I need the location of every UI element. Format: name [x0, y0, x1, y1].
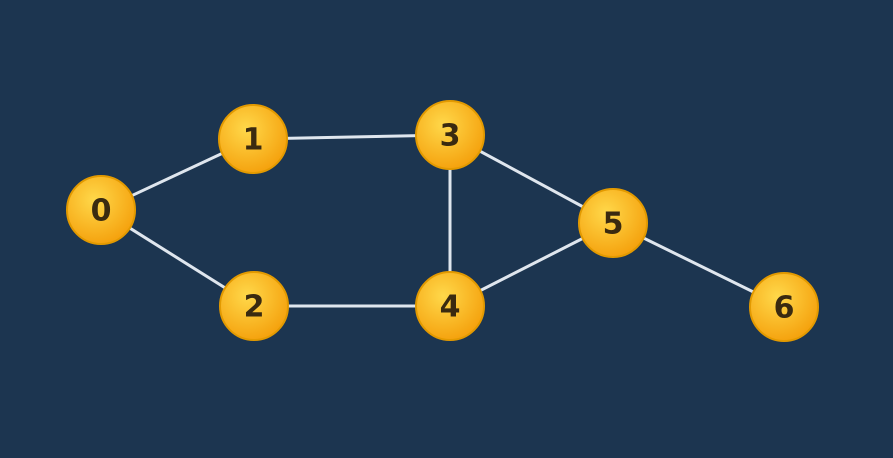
node-4[interactable]: 4	[415, 271, 485, 341]
node-circle	[578, 188, 648, 258]
node-circle	[415, 100, 485, 170]
node-label: 3	[440, 119, 461, 154]
node-circle	[219, 271, 289, 341]
nodes-layer: 0 1 2 3 4 5 6	[66, 100, 819, 342]
node-5[interactable]: 5	[578, 188, 648, 258]
node-label: 2	[244, 290, 265, 325]
node-label: 6	[774, 291, 795, 326]
node-0[interactable]: 0	[66, 175, 136, 245]
node-label: 1	[243, 123, 264, 158]
node-label: 4	[440, 290, 461, 325]
node-label: 0	[91, 194, 112, 229]
node-1[interactable]: 1	[218, 104, 288, 174]
node-circle	[218, 104, 288, 174]
node-2[interactable]: 2	[219, 271, 289, 341]
node-3[interactable]: 3	[415, 100, 485, 170]
node-circle	[749, 272, 819, 342]
node-6[interactable]: 6	[749, 272, 819, 342]
node-label: 5	[603, 207, 624, 242]
node-circle	[415, 271, 485, 341]
node-circle	[66, 175, 136, 245]
